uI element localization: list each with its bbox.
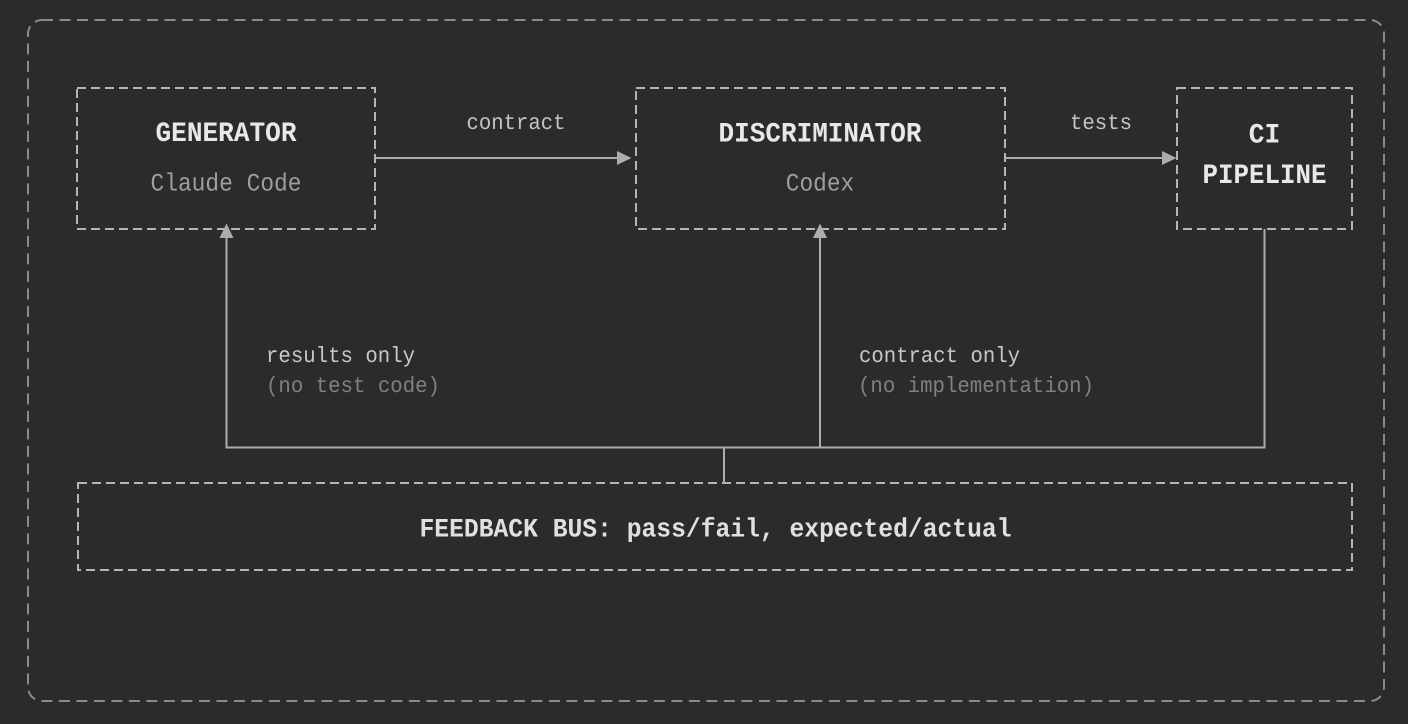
svg-text:PIPELINE: PIPELINE	[1203, 161, 1327, 192]
svg-text:contract: contract	[467, 111, 566, 136]
svg-text:tests: tests	[1070, 111, 1132, 136]
svg-text:Claude Code: Claude Code	[151, 170, 302, 199]
svg-text:(no implementation): (no implementation)	[858, 374, 1094, 399]
svg-text:results only: results only	[266, 344, 415, 369]
svg-text:FEEDBACK BUS: pass/fail, expec: FEEDBACK BUS: pass/fail, expected/actual	[420, 515, 1012, 545]
svg-text:GENERATOR: GENERATOR	[156, 119, 297, 150]
svg-text:(no test code): (no test code)	[266, 374, 440, 399]
svg-text:DISCRIMINATOR: DISCRIMINATOR	[719, 120, 922, 151]
svg-text:CI: CI	[1249, 121, 1281, 152]
svg-text:contract only: contract only	[859, 344, 1020, 369]
svg-text:Codex: Codex	[786, 170, 855, 199]
